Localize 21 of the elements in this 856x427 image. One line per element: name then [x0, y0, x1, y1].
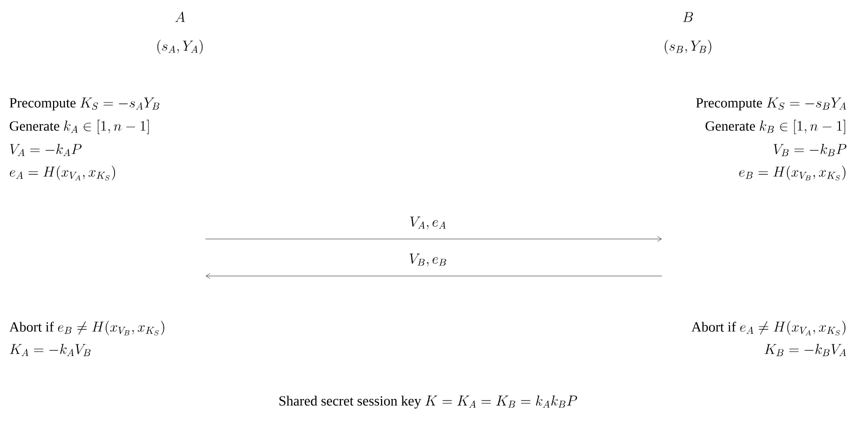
computation-step: $K_B = -k_B V_A$: [764, 344, 846, 356]
party-name: $A$: [175, 12, 185, 22]
computation-step: $\text{Precompute } K_S = -s_B Y_A$: [696, 98, 846, 110]
computation-step: $\text{Generate } k_A \in [1, n-1]$: [10, 120, 149, 134]
computation-step: $e_B = H(x_{V_B}, x_{K_S})$: [739, 166, 846, 180]
edge-label: $V_A, e_A$: [408, 216, 448, 230]
party-name: $B$: [682, 12, 693, 22]
key-pair: $(s_A, Y_A)$: [157, 40, 203, 54]
computation-step: $K_A = -k_A V_B$: [10, 344, 90, 356]
key-pair: $(s_B, Y_B)$: [664, 40, 712, 54]
arrow: [206, 273, 662, 279]
computation-step: $\text{Abort if } e_B \neq H(x_{V_B}, x_{K_S})$: [9, 320, 164, 336]
computation-step: $\text{Precompute } K_S = -s_A Y_B$: [10, 98, 160, 110]
computation-step: $\text{Generate } k_B \in [1, n-1]$: [706, 120, 846, 134]
computation-step: $e_A = H(x_{V_A}, x_{K_S})$: [10, 166, 116, 180]
edge-label: $V_B, e_B$: [408, 252, 448, 268]
arrow: [205, 236, 662, 242]
computation-step: $V_B = -k_B P$: [774, 144, 846, 156]
note: $\text{Shared secret session key } K = K_A = K_B = k_A k_B P$: [279, 396, 578, 408]
computation-step: $V_A = -k_A P$: [10, 144, 82, 156]
computation-step: $\text{Abort if } e_A \neq H(x_{V_A}, x_{K_S})$: [692, 320, 846, 336]
